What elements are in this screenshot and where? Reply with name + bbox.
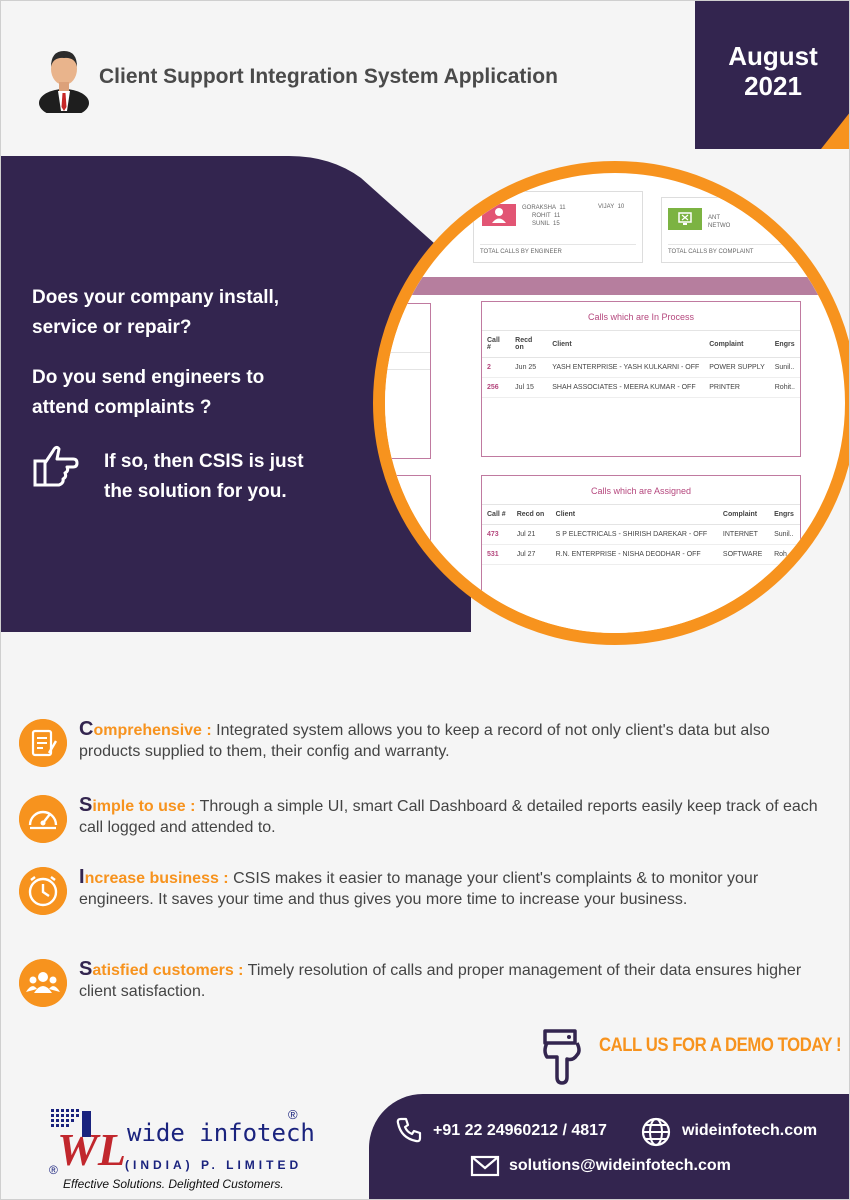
contact-panel: +91 22 24960212 / 4817 wideinfotech.com …	[369, 1094, 849, 1199]
corner-fold-decoration	[821, 111, 849, 149]
assigned-table: Call # Recd on Client Complaint Engrs 47…	[482, 504, 800, 565]
dashboard-section-bar	[385, 277, 845, 295]
issue-year: 2021	[744, 71, 802, 101]
call-for-demo-text: CALL US FOR A DEMO TODAY !	[599, 1035, 842, 1056]
envelope-icon	[470, 1155, 500, 1177]
website-link[interactable]: wideinfotech.com	[682, 1122, 818, 1139]
phone-icon	[396, 1117, 422, 1143]
issue-month: August	[728, 41, 818, 71]
globe-icon	[641, 1117, 671, 1147]
calls-assigned-panel: Calls which are Assigned Call # Recd on …	[481, 475, 801, 633]
company-name: wide infotech	[127, 1119, 315, 1147]
table-row[interactable]: 473 Jul 21 S P ELECTRICALS - SHIRISH DAR…	[482, 524, 800, 545]
speedometer-icon	[19, 795, 67, 843]
page-title: Client Support Integration System Applic…	[99, 65, 558, 88]
hand-pointing-down-icon	[543, 1029, 581, 1085]
users-icon	[19, 959, 67, 1007]
businessman-avatar-icon	[39, 51, 89, 113]
table-row[interactable]: 531 Jul 27 R.N. ENTERPRISE - NISHA DEODH…	[482, 544, 800, 565]
in-process-title: Calls which are In Process	[587, 312, 695, 322]
registered-mark-2: ®	[49, 1163, 58, 1177]
engineer-card-icon	[482, 204, 516, 226]
calls-by-engineer-card: GORAKSHA 11 ROHIT 11 SUNIL 15 VIJAY 10 T…	[473, 191, 643, 263]
issue-date-badge: August 2021	[695, 1, 849, 149]
left-panel-top	[385, 303, 431, 459]
dashboard-preview: GORAKSHA 11 ROHIT 11 SUNIL 15 VIJAY 10 T…	[385, 173, 845, 633]
logo-grid-mark	[51, 1109, 91, 1137]
left-panel-bottom	[385, 475, 431, 633]
table-row[interactable]: 256 Jul 15 SHAH ASSOCIATES - MEERA KUMAR…	[482, 377, 800, 398]
complaint-card-icon	[668, 208, 702, 230]
phone-number[interactable]: +91 22 24960212 / 4817	[433, 1122, 607, 1139]
calls-by-complaint-card: ANT NETWO TOTAL CALLS BY COMPLAINT	[661, 197, 845, 263]
table-row[interactable]: 2 Jun 25 YASH ENTERPRISE - YASH KULKARNI…	[482, 357, 800, 378]
logo-mark: WL	[57, 1124, 126, 1175]
in-process-table: Call # Recd on Client Complaint Engrs 2 …	[482, 330, 800, 398]
hero-band	[1, 156, 471, 632]
question-install: Does your company install, service or re…	[32, 287, 280, 338]
clock-icon	[19, 867, 67, 915]
question-engineers: Do you send engineers to attend complain…	[32, 367, 265, 418]
email-link[interactable]: solutions@wideinfotech.com	[509, 1157, 731, 1174]
answer-text: If so, then CSIS is just the solution fo…	[104, 451, 304, 502]
assigned-title: Calls which are Assigned	[590, 486, 692, 496]
calls-in-process-panel: Calls which are In Process Call # Recd o…	[481, 301, 801, 457]
pointing-hand-icon	[33, 445, 79, 487]
document-icon	[19, 719, 67, 767]
registered-mark: ®	[288, 1107, 298, 1122]
dashboard-screenshot-circle: GORAKSHA 11 ROHIT 11 SUNIL 15 VIJAY 10 T…	[373, 161, 849, 645]
company-subname: (INDIA) P. LIMITED	[125, 1158, 303, 1172]
company-tagline: Effective Solutions. Delighted Customers…	[63, 1177, 284, 1191]
